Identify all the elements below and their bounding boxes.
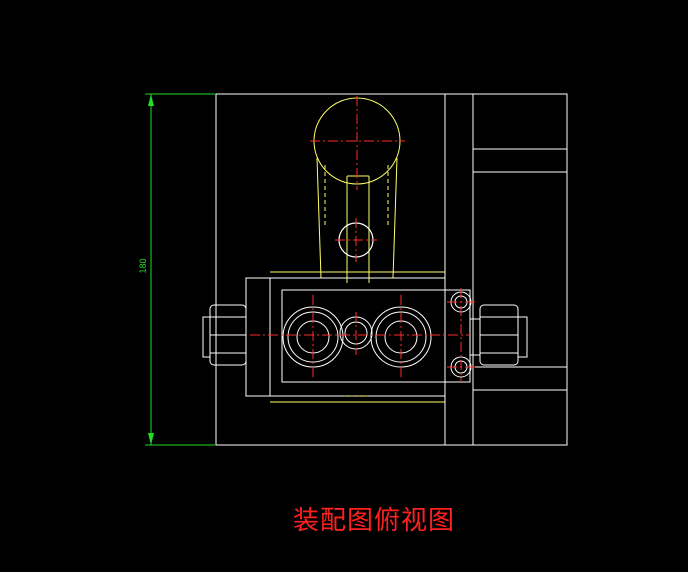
drawing-caption: 装配图俯视图	[292, 506, 455, 536]
right-bolt-stub	[517, 316, 528, 358]
right-hex-bolt	[469, 304, 528, 366]
dimension-label: 180	[138, 258, 148, 273]
center-lines	[250, 96, 475, 382]
dimension-arrow-bottom	[148, 433, 154, 445]
base-plate-outline	[215, 93, 568, 446]
left-hex-bolt	[202, 304, 247, 366]
height-dimension: 180	[138, 93, 216, 446]
lever-right-edge	[392, 157, 398, 279]
dimension-arrow-top	[148, 94, 154, 106]
lever-left-edge	[316, 157, 322, 279]
